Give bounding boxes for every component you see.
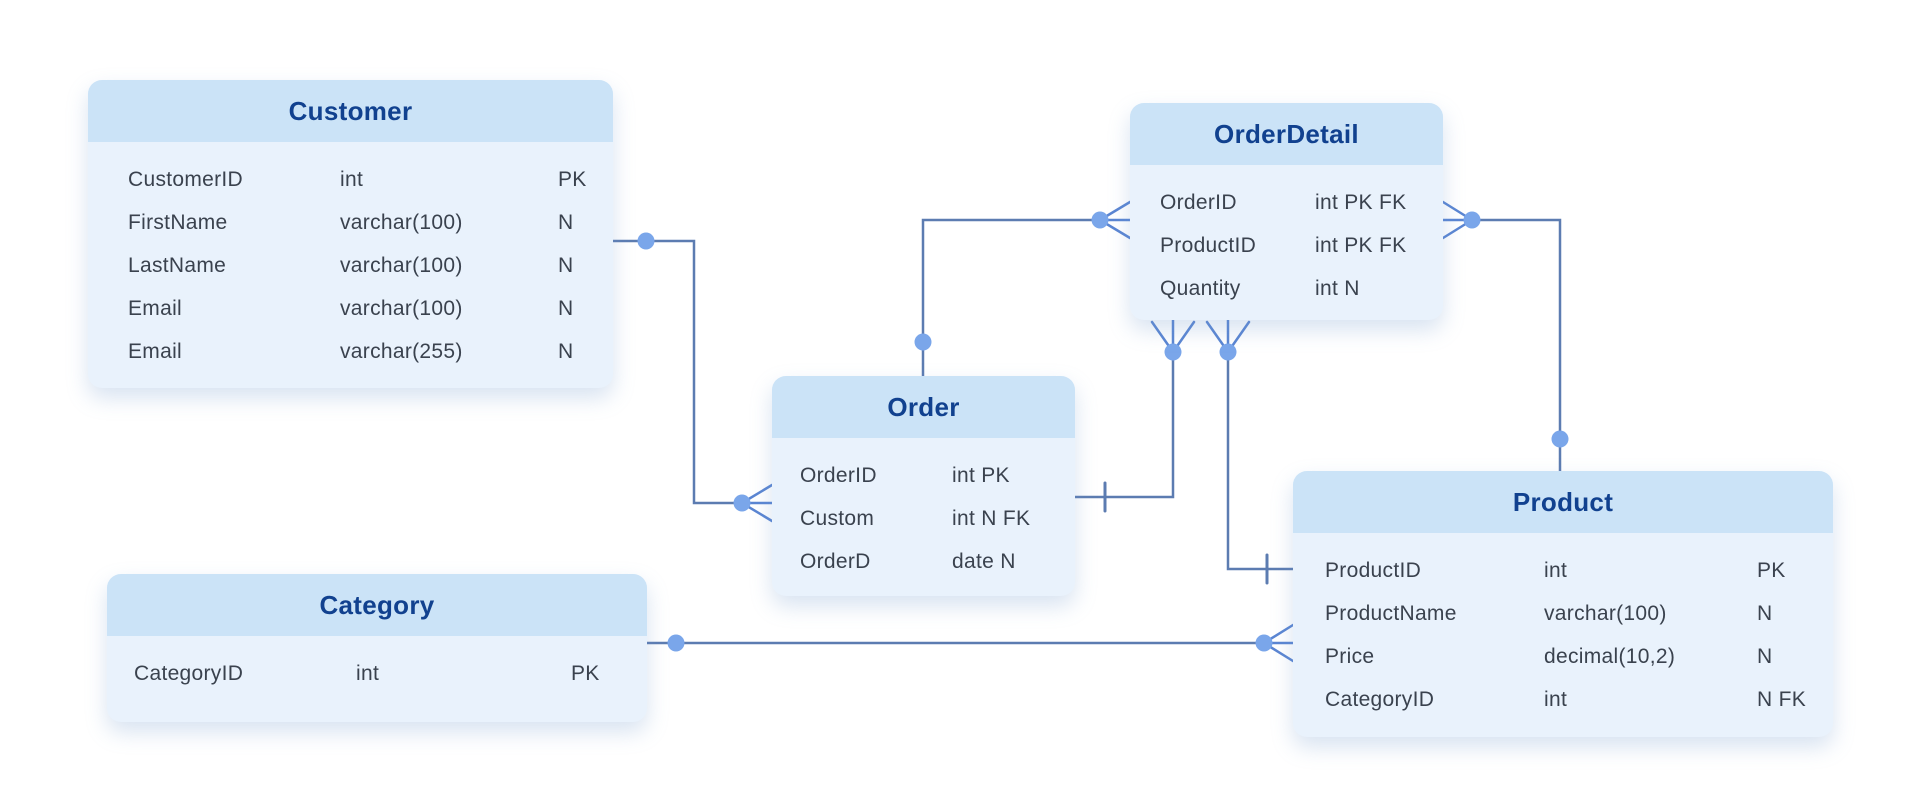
- entity-table-order[interactable]: Order OrderID int PK Custom int N FK OrderD d…: [772, 376, 1075, 596]
- column-row: Email varchar(255) N: [88, 330, 613, 373]
- connector-order-orderdetail-top: [914, 200, 1132, 379]
- entity-table-title: Customer: [288, 96, 413, 126]
- column-row: CategoryID int PK: [107, 652, 647, 695]
- column-row: CustomerID int PK: [88, 158, 613, 201]
- connector-orderdetail-product-top: [1441, 200, 1569, 473]
- column-type: decimal(10,2): [1544, 645, 1676, 668]
- junction-dot: [1091, 211, 1109, 229]
- column-type: varchar(100): [340, 297, 463, 320]
- column-type: int: [356, 662, 380, 685]
- junction-dot: [733, 494, 751, 512]
- junction-dot: [667, 634, 685, 652]
- column-type: int PK FK: [1315, 191, 1407, 214]
- entity-table-header: OrderDetail: [1130, 103, 1443, 165]
- column-row: FirstName varchar(100) N: [88, 201, 613, 244]
- column-row: LastName varchar(100) N: [88, 244, 613, 287]
- column-flags: N: [558, 211, 574, 234]
- column-type: varchar(100): [340, 211, 463, 234]
- connector-customer-order: [611, 232, 774, 523]
- column-name: LastName: [128, 254, 227, 277]
- column-flags: N FK: [1757, 688, 1807, 711]
- entity-table-title: Category: [319, 590, 435, 620]
- entity-table-header: Order: [772, 376, 1075, 438]
- column-flags: PK: [571, 662, 600, 685]
- column-row: ProductName varchar(100) N: [1293, 592, 1833, 635]
- column-name: Price: [1325, 645, 1375, 668]
- junction-dot: [637, 232, 655, 250]
- column-name: OrderID: [800, 464, 877, 487]
- column-name: Email: [128, 340, 183, 363]
- column-row: Quantity int N: [1130, 267, 1443, 310]
- column-type: int N FK: [952, 507, 1031, 530]
- column-name: ProductName: [1325, 602, 1457, 625]
- column-flags: N: [1757, 645, 1773, 668]
- entity-table-customer[interactable]: Customer CustomerID int PK FirstName varchar…: [88, 80, 613, 388]
- junction-dot: [914, 333, 932, 351]
- entity-table-header: Customer: [88, 80, 613, 142]
- column-type: varchar(100): [1544, 602, 1667, 625]
- column-type: int: [340, 168, 364, 191]
- column-flags: N: [558, 254, 574, 277]
- entity-table-product[interactable]: Product ProductID int PK ProductName varchar…: [1293, 471, 1833, 737]
- column-flags: N: [558, 297, 574, 320]
- entity-table-body: OrderID int PK FK ProductID int PK FK Quanti…: [1130, 165, 1443, 310]
- entity-table-body: CategoryID int PK: [107, 636, 647, 695]
- column-row: Custom int N FK: [772, 497, 1075, 540]
- connector-orderdetail-product-bottom: [1205, 318, 1295, 585]
- column-name: Email: [128, 297, 183, 320]
- entity-table-header: Category: [107, 574, 647, 636]
- column-name: CategoryID: [134, 662, 244, 685]
- column-row: OrderD date N: [772, 540, 1075, 583]
- connector-order-orderdetail-bottom: [1073, 318, 1196, 513]
- column-name: FirstName: [128, 211, 228, 234]
- column-name: OrderD: [800, 550, 871, 573]
- column-type: varchar(100): [340, 254, 463, 277]
- entity-table-category[interactable]: Category CategoryID int PK: [107, 574, 647, 722]
- column-type: int N: [1315, 277, 1360, 300]
- entity-table-title: Product: [1512, 487, 1614, 517]
- column-name: Quantity: [1160, 277, 1241, 300]
- junction-dot: [1463, 211, 1481, 229]
- column-type: date N: [952, 550, 1016, 573]
- column-type: varchar(255): [340, 340, 463, 363]
- entity-table-body: OrderID int PK Custom int N FK OrderD date N: [772, 438, 1075, 583]
- entity-table-header: Product: [1293, 471, 1833, 533]
- entity-table-title: Order: [887, 392, 960, 422]
- column-name: OrderID: [1160, 191, 1237, 214]
- column-flags: N: [558, 340, 574, 363]
- column-row: ProductID int PK FK: [1130, 224, 1443, 267]
- column-name: CategoryID: [1325, 688, 1435, 711]
- junction-dot: [1255, 634, 1273, 652]
- junction-dot: [1551, 430, 1569, 448]
- column-row: ProductID int PK: [1293, 549, 1833, 592]
- column-type: int: [1544, 688, 1568, 711]
- column-type: int PK FK: [1315, 234, 1407, 257]
- junction-dot: [1164, 343, 1182, 361]
- column-name: CustomerID: [128, 168, 244, 191]
- column-flags: PK: [558, 168, 587, 191]
- entity-table-orderdetail[interactable]: OrderDetail OrderID int PK FK ProductID int…: [1130, 103, 1443, 320]
- column-flags: N: [1757, 602, 1773, 625]
- column-name: ProductID: [1160, 234, 1257, 257]
- connector-category-product: [645, 623, 1295, 663]
- column-type: int PK: [952, 464, 1010, 487]
- column-row: OrderID int PK FK: [1130, 181, 1443, 224]
- column-type: int: [1544, 559, 1568, 582]
- column-flags: PK: [1757, 559, 1786, 582]
- entity-table-title: OrderDetail: [1214, 119, 1359, 149]
- column-row: OrderID int PK: [772, 454, 1075, 497]
- junction-dot: [1219, 343, 1237, 361]
- column-name: Custom: [800, 507, 875, 530]
- column-row: Price decimal(10,2) N: [1293, 635, 1833, 678]
- column-row: CategoryID int N FK: [1293, 678, 1833, 721]
- column-row: Email varchar(100) N: [88, 287, 613, 330]
- column-name: ProductID: [1325, 559, 1422, 582]
